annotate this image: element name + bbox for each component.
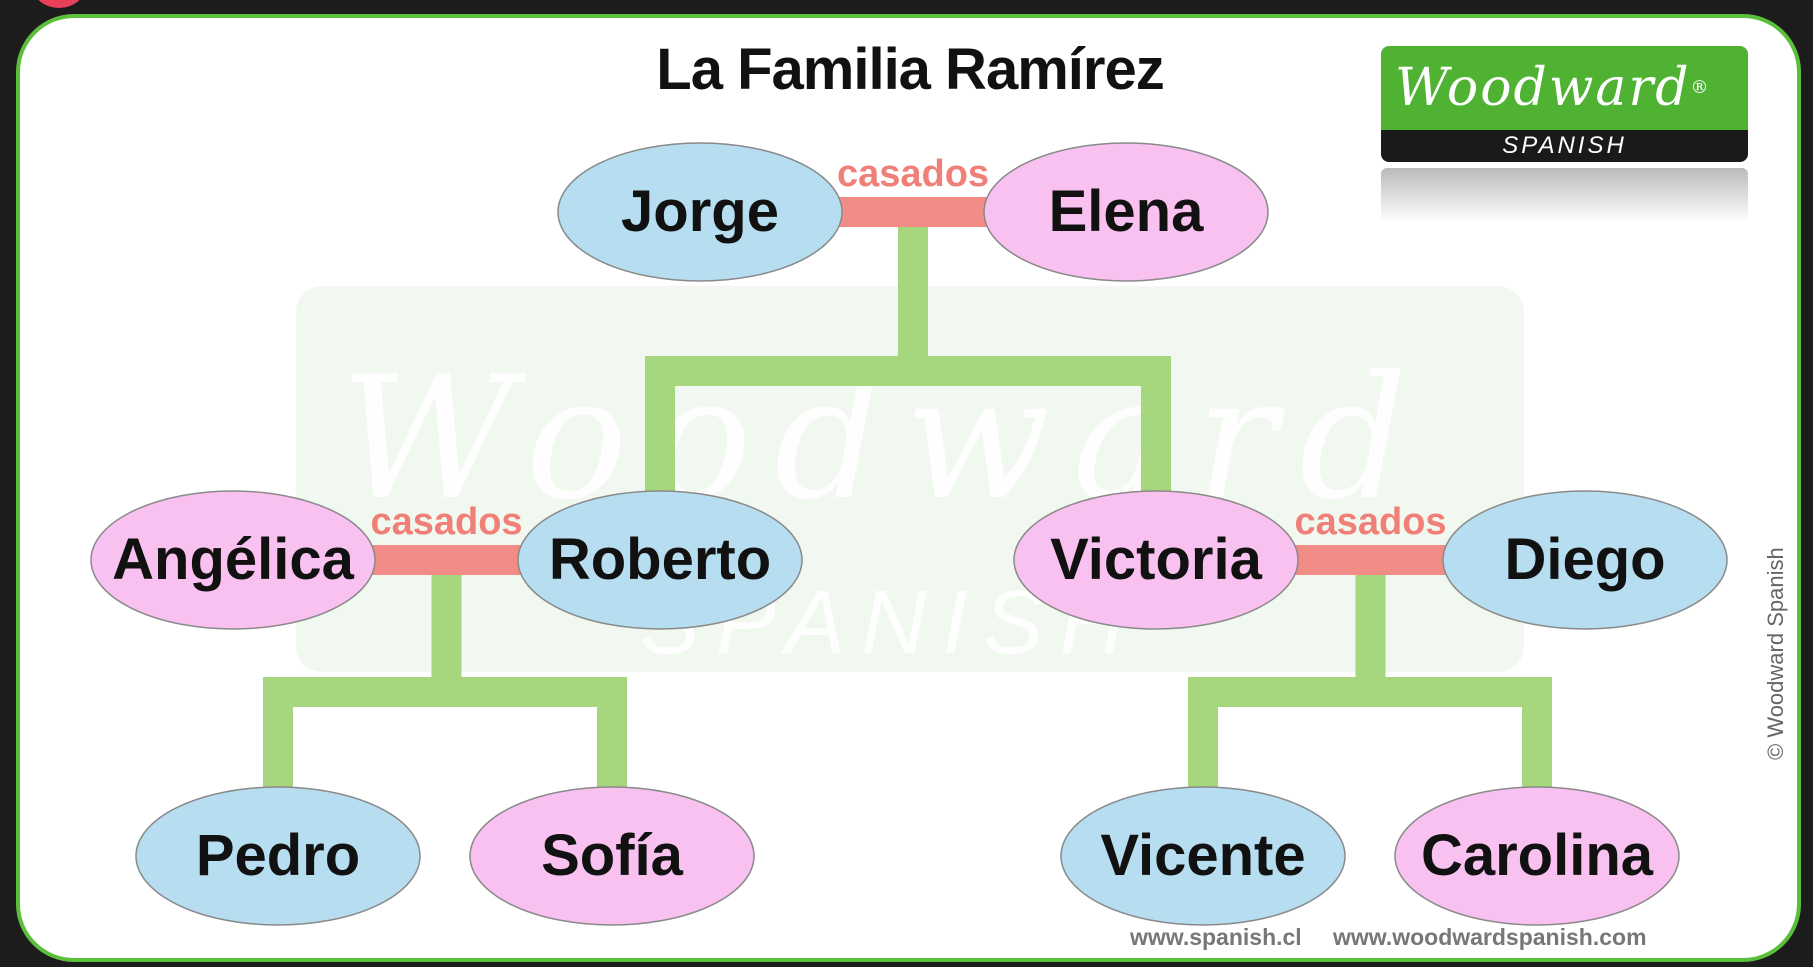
logo-brand: Woodward	[1395, 58, 1691, 118]
person-name: Elena	[1049, 179, 1204, 244]
marriage-bar	[837, 197, 989, 227]
person-node	[1442, 490, 1728, 630]
logo-reflection	[1381, 168, 1748, 228]
person-node	[1394, 786, 1680, 926]
footer-url-1[interactable]: www.spanish.cl	[1130, 924, 1302, 950]
married-label: casados	[370, 501, 522, 543]
person-name: Angélica	[112, 527, 354, 592]
copyright: © Woodward Spanish	[1763, 547, 1788, 760]
person-node	[517, 490, 803, 630]
person-name: Pedro	[196, 823, 360, 888]
person-node	[557, 142, 843, 282]
sibling-bus	[1188, 677, 1552, 707]
person-node	[469, 786, 755, 926]
person-name: Victoria	[1050, 527, 1262, 592]
person-node	[135, 786, 421, 926]
corner-badge	[34, 0, 84, 8]
person-name: Jorge	[621, 179, 779, 244]
brand-logo: Woodward® SPANISH	[1381, 46, 1748, 162]
person-node	[90, 490, 376, 630]
person-name: Diego	[1504, 527, 1665, 592]
sibling-bus	[263, 677, 627, 707]
married-label: casados	[837, 153, 989, 195]
person-node	[1060, 786, 1346, 926]
page-title: La Familia Ramírez	[656, 37, 1164, 102]
person-name: Sofía	[541, 823, 684, 888]
marriage-bar	[1293, 545, 1448, 575]
person-node	[983, 142, 1269, 282]
marriage-bar	[370, 545, 523, 575]
sibling-bus	[645, 356, 1171, 386]
logo-wordmark: Woodward®	[1381, 46, 1748, 130]
person-name: Roberto	[549, 527, 771, 592]
logo-registered: ®	[1690, 77, 1711, 98]
person-name: Vicente	[1100, 823, 1305, 888]
person-name: Carolina	[1421, 823, 1654, 888]
logo-sub: SPANISH	[1381, 130, 1748, 162]
married-label: casados	[1294, 501, 1446, 543]
person-node	[1013, 490, 1299, 630]
footer-url-2[interactable]: www.woodwardspanish.com	[1333, 924, 1647, 950]
